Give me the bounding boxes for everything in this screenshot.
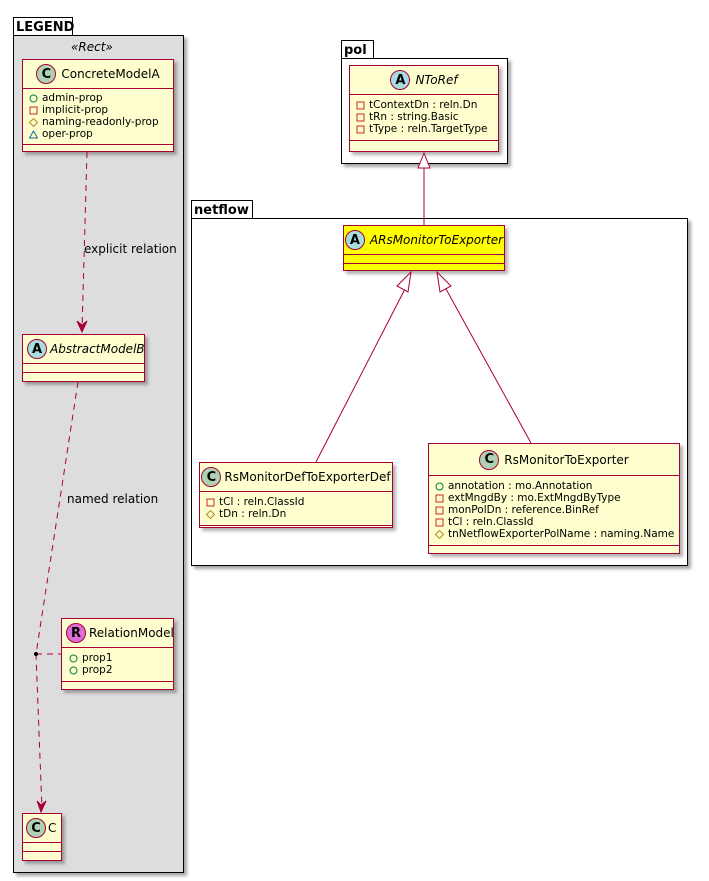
attribute-row: implicit-prop <box>29 104 167 116</box>
attribute-row: tDn : reln.Dn <box>205 508 386 520</box>
class-name: RsMonitorToExporter <box>504 452 629 467</box>
attribute-list: prop1 prop2 <box>62 648 173 682</box>
class-badge-icon: A <box>27 339 47 359</box>
netflow-package-title: netflow <box>194 203 249 218</box>
class-name: C <box>48 821 57 835</box>
private-visibility-icon <box>29 106 38 115</box>
legend-package-title: LEGEND <box>16 20 75 35</box>
explicit-relation-label: explicit relation <box>84 242 177 256</box>
attribute-row: oper-prop <box>28 128 167 140</box>
attribute-row: tContextDn : reln.Dn <box>356 99 492 111</box>
attribute-row: tCl : reln.ClassId <box>206 496 386 508</box>
private-visibility-icon <box>206 498 215 507</box>
named-relation-label: named relation <box>67 492 159 506</box>
protected-visibility-icon <box>434 529 445 539</box>
class-badge-icon: C <box>479 449 500 470</box>
private-visibility-icon <box>435 518 444 527</box>
protected-visibility-icon <box>205 509 216 519</box>
netflow-package-tab: netflow <box>191 200 253 218</box>
class-badge-icon: C <box>36 64 57 84</box>
class-arsmonitortoexporter[interactable]: A ARsMonitorToExporter <box>343 225 505 271</box>
private-visibility-icon <box>356 113 365 122</box>
attribute-list: annotation : mo.Annotation extMngdBy : m… <box>429 476 679 546</box>
attribute-row: prop2 <box>69 664 166 676</box>
attribute-row: prop1 <box>69 652 166 664</box>
attribute-row: annotation : mo.Annotation <box>435 480 673 492</box>
attribute-list: tCl : reln.ClassId tDn : reln.Dn <box>200 492 392 526</box>
class-name: ConcreteModelA <box>61 67 160 81</box>
attribute-row: admin-prop <box>29 92 167 104</box>
class-name: ARsMonitorToExporter <box>369 233 504 247</box>
pol-package-title: pol <box>344 43 367 58</box>
attribute-list: admin-prop implicit-prop naming-readonly… <box>23 89 173 145</box>
class-name: RsMonitorDefToExporterDef <box>224 470 391 484</box>
legend-package-tab: LEGEND <box>13 17 75 35</box>
class-badge-icon: A <box>344 230 365 250</box>
class-name: NToRef <box>415 73 458 87</box>
class-badge-icon: A <box>390 70 411 90</box>
attribute-list: tContextDn : reln.Dn tRn : string.Basic … <box>350 95 498 141</box>
attribute-row: tRn : string.Basic <box>356 111 492 123</box>
pol-package-tab: pol <box>341 40 374 58</box>
class-ntoref[interactable]: A NToRef tContextDn : reln.Dn tRn : strin… <box>349 65 499 152</box>
class-badge-icon: R <box>66 623 86 643</box>
attribute-row: tType : reln.TargetType <box>356 123 492 135</box>
public-visibility-icon <box>435 482 444 491</box>
legend-package <box>13 35 184 873</box>
attribute-row: tnNetflowExporterPolName : naming.Name <box>434 528 674 540</box>
private-visibility-icon <box>435 506 444 515</box>
protected-visibility-icon <box>28 117 39 127</box>
private-visibility-icon <box>435 494 444 503</box>
package-visibility-icon <box>28 129 39 139</box>
attribute-row: extMngdBy : mo.ExtMngdByType <box>435 492 673 504</box>
public-visibility-icon <box>69 666 78 675</box>
attribute-row: monPolDn : reference.BinRef <box>435 504 673 516</box>
public-visibility-icon <box>69 654 78 663</box>
attribute-row: naming-readonly-prop <box>28 116 167 128</box>
class-badge-icon: C <box>26 818 46 838</box>
private-visibility-icon <box>356 101 365 110</box>
legend-stereotype: «Rect» <box>71 40 113 54</box>
class-badge-icon: C <box>201 467 222 487</box>
public-visibility-icon <box>29 94 38 103</box>
class-rsmonitortoexporter[interactable]: C RsMonitorToExporter annotation : mo.Ann… <box>428 443 680 554</box>
class-name: AbstractModelB <box>50 342 145 356</box>
private-visibility-icon <box>356 125 365 134</box>
attribute-row: tCl : reln.ClassId <box>435 516 673 528</box>
class-name: RelationModel <box>89 626 174 640</box>
class-concrete-model-a[interactable]: C ConcreteModelA admin-prop implicit-prop… <box>22 59 174 152</box>
